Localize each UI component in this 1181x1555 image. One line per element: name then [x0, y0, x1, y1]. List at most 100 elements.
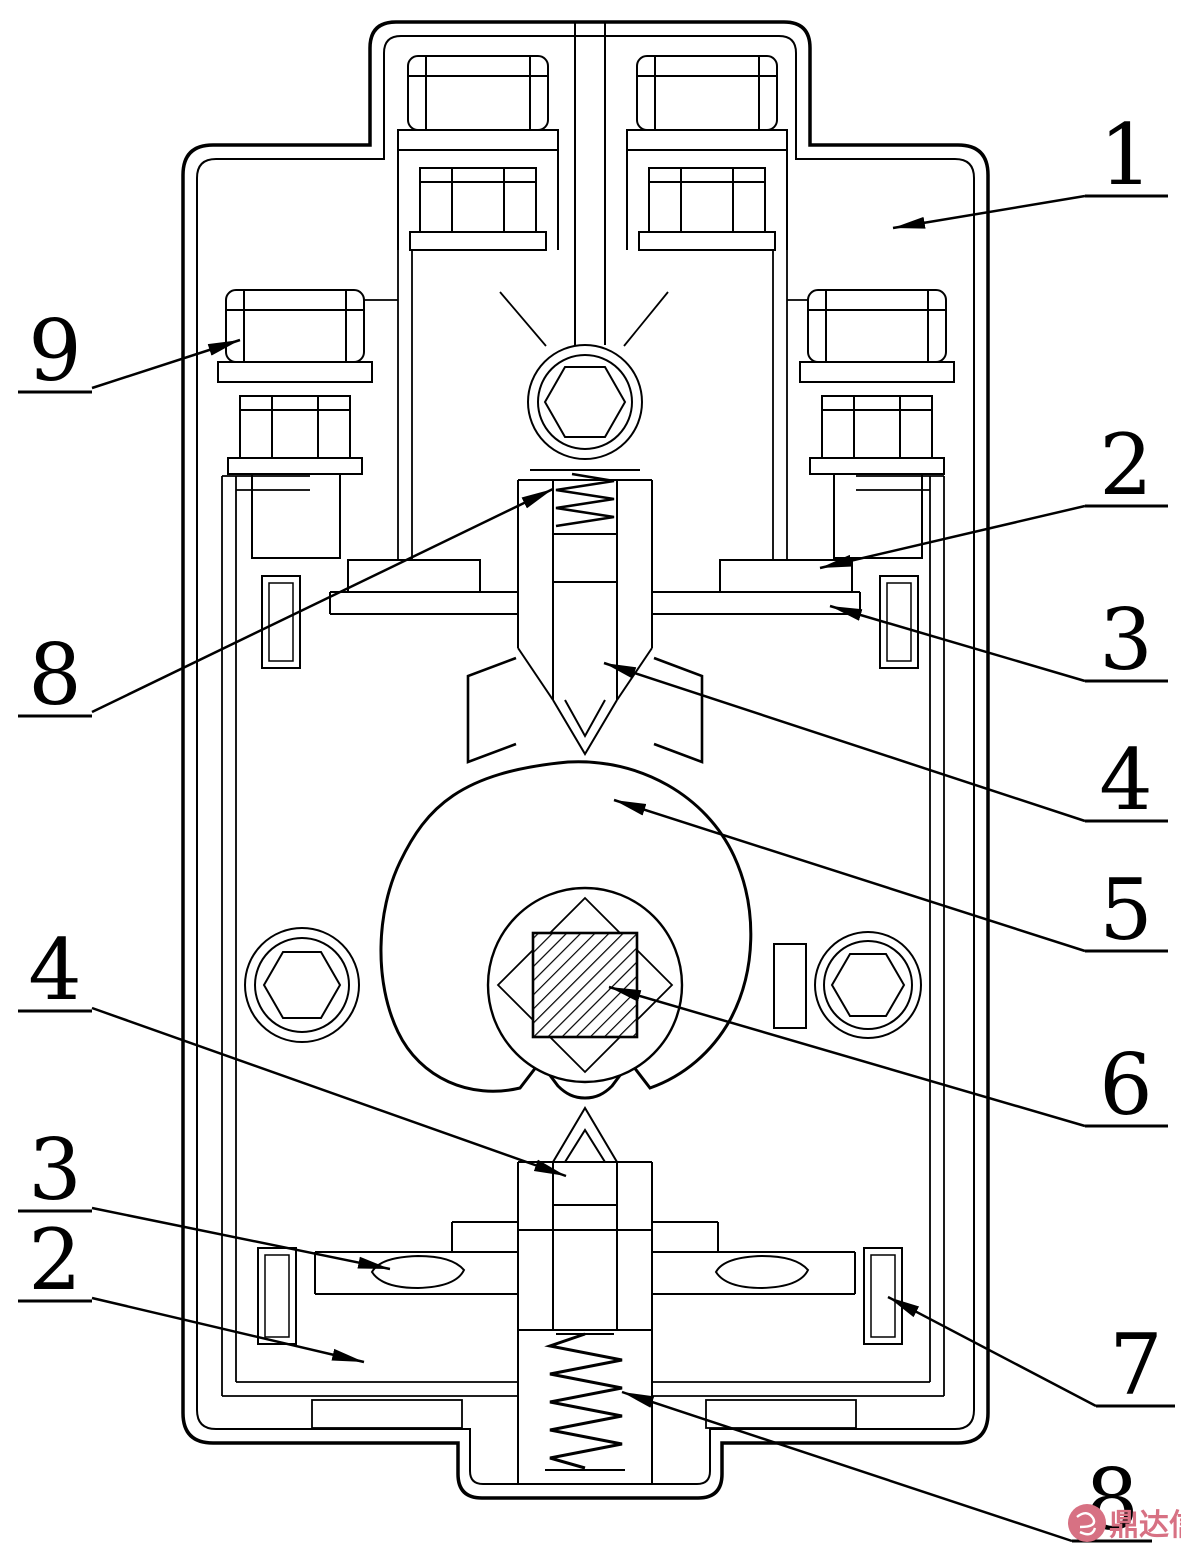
watermark: 鼎达信 [1068, 1504, 1181, 1543]
hex-bolt-left [244, 927, 360, 1043]
callout-label-4l: 4 [28, 921, 81, 1019]
boss-outer-circle [527, 344, 643, 460]
leader-line-2r [819, 504, 1086, 570]
hub-square-hatched [531, 931, 639, 1039]
leader-line-2l [91, 1296, 365, 1364]
side-spacer-left [261, 575, 301, 669]
housing-outer-contour [181, 20, 990, 1500]
contact-pad-right [714, 1254, 810, 1290]
callout-label-1: 1 [1099, 106, 1152, 204]
lower-shaft [517, 1106, 653, 1331]
washer [809, 457, 945, 475]
callout-8-bottom: 8 [621, 1390, 1152, 1549]
callout-2-right: 2 [819, 416, 1168, 570]
screw-head [807, 289, 947, 363]
center-hub [486, 886, 684, 1084]
terminal-side-left [217, 289, 373, 475]
flange [217, 361, 373, 383]
callout-label-3r: 3 [1099, 591, 1152, 689]
shaft-tip-outer [552, 699, 618, 756]
boss-hex [543, 366, 627, 438]
callout-label-4r: 4 [1099, 731, 1152, 829]
liner-walls [221, 475, 945, 1397]
leader-line-8b [621, 1390, 1073, 1543]
leader-line-3l [91, 1206, 391, 1271]
shaft-tip-inner [564, 1128, 606, 1163]
callout-label-9: 9 [28, 302, 81, 400]
callout-3-right: 3 [829, 591, 1168, 689]
bottom-spacer-right [863, 1247, 903, 1345]
callout-7-right: 7 [887, 1295, 1175, 1414]
washer [638, 231, 776, 251]
hex-nut [821, 395, 933, 459]
flange [626, 129, 788, 151]
guide-bracket-right [653, 656, 704, 764]
callout-6-right: 6 [608, 985, 1168, 1134]
leader-line-1 [892, 194, 1086, 230]
leader-line-4l [91, 1006, 567, 1178]
support-column-left [251, 473, 341, 559]
callout-label-2l: 2 [28, 1211, 81, 1309]
callout-label-3l: 3 [28, 1121, 81, 1219]
housing [181, 20, 990, 1500]
watermark-logo-icon [1068, 1504, 1106, 1542]
boss-inner-circle [537, 354, 633, 450]
upper-contact-assembly [251, 473, 923, 669]
callout-2-left: 2 [18, 1211, 365, 1364]
watermark-text: 鼎达信 [1109, 1508, 1181, 1543]
callout-label-7r: 7 [1109, 1316, 1162, 1414]
washer [409, 231, 547, 251]
cam-profile [379, 760, 753, 1100]
shaft-tip-outer [552, 1106, 618, 1163]
callout-5-right: 5 [613, 798, 1168, 959]
lower-contact-bar [257, 1221, 903, 1345]
base-block-right [705, 1399, 857, 1429]
bolt-side-spacer [773, 943, 807, 1029]
bottom-spacer-left [257, 1247, 297, 1345]
callout-4-left: 4 [18, 921, 567, 1178]
screw-head [225, 289, 365, 363]
leader-line-6r [608, 985, 1086, 1128]
callout-label-5r: 5 [1099, 861, 1152, 959]
top-spring [555, 472, 615, 528]
callout-3-left: 3 [18, 1121, 391, 1271]
bottom-spring-assembly [517, 1330, 653, 1484]
housing-inner-contour [196, 35, 975, 1485]
hex-nut [419, 167, 537, 233]
flange [799, 361, 955, 383]
base-block-left [311, 1399, 463, 1429]
guide-bracket-left [466, 656, 517, 764]
terminal-side-right [799, 289, 955, 475]
hex-nut [239, 395, 351, 459]
hex-nut [648, 167, 766, 233]
terminal-top-right [626, 55, 788, 251]
tower-interior-walls [364, 250, 808, 560]
hub-diamond [496, 896, 674, 1074]
callout-8-left: 8 [18, 487, 554, 724]
leader-line-8l [91, 487, 554, 714]
washer [227, 457, 363, 475]
bottom-spring [544, 1332, 623, 1470]
shaft-tip-inner [564, 699, 606, 739]
hex-bolt-right [773, 931, 922, 1039]
callout-4-right: 4 [603, 661, 1168, 829]
screw-head [636, 55, 778, 131]
callout-1: 1 [892, 106, 1168, 230]
callout-label-2r: 2 [1099, 416, 1152, 514]
leader-line-5r [613, 798, 1086, 953]
leader-line-9 [91, 338, 241, 390]
callout-label-6r: 6 [1099, 1036, 1152, 1134]
support-column-right [833, 473, 923, 559]
screw-head [407, 55, 549, 131]
leader-line-7r [887, 1295, 1097, 1408]
leader-line-3r [829, 604, 1086, 683]
contact-pad-left [370, 1254, 466, 1290]
callout-9: 9 [18, 302, 241, 400]
flange [397, 129, 559, 151]
leader-line-4r [603, 661, 1086, 823]
callouts: 1 9 2 3 4 5 6 [18, 106, 1175, 1549]
watermark-logo-glyph [1076, 1512, 1097, 1536]
callout-label-8l: 8 [28, 626, 81, 724]
